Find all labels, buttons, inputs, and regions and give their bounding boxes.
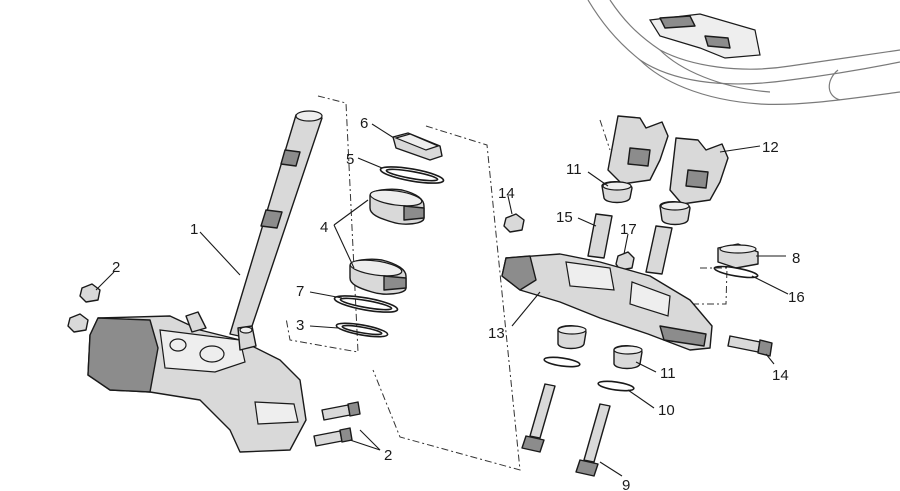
part-lower-triple-clamp (87, 110, 323, 453)
part-lower-bearing (349, 258, 407, 295)
part-upper-triple-clamp (501, 253, 713, 351)
part-washer (713, 265, 759, 279)
callout-17: 17 (620, 221, 637, 238)
callout-4: 4 (320, 219, 328, 236)
part-upper-dust-seal (379, 166, 445, 184)
part-long-bolts (521, 383, 611, 477)
callout-8: 8 (792, 250, 800, 267)
part-lower-seal (333, 295, 399, 313)
callout-13: 13 (488, 325, 505, 342)
callout-2-left: 2 (112, 259, 120, 276)
callout-labels: 1 2 2 3 4 5 6 7 8 9 10 11 11 12 13 14 14… (112, 115, 805, 491)
callout-1: 1 (190, 221, 198, 238)
part-right-bolt (727, 335, 773, 357)
leader-lines (95, 123, 789, 477)
part-small-nuts (503, 213, 635, 271)
callout-16: 16 (788, 289, 805, 306)
callout-15: 15 (556, 209, 573, 226)
callout-7: 7 (296, 283, 304, 300)
callout-6: 6 (360, 115, 368, 132)
callout-14-right: 14 (772, 367, 789, 384)
part-upper-bushings (601, 181, 691, 226)
callout-5: 5 (346, 151, 354, 168)
callout-9: 9 (622, 477, 630, 491)
callout-12: 12 (762, 139, 779, 156)
callout-2-bottom: 2 (384, 447, 392, 464)
callout-10: 10 (658, 402, 675, 419)
part-stem-nut (717, 243, 759, 269)
callout-11-lower: 11 (660, 365, 676, 382)
part-lower-bushings (543, 325, 643, 392)
part-cap-nut (392, 132, 443, 161)
part-lower-dust-cover (335, 322, 389, 338)
handlebar-outline (587, 0, 900, 105)
part-upper-bearing (369, 188, 425, 225)
part-clamp-bolts (67, 283, 361, 447)
part-handlebar-risers (607, 115, 729, 205)
callout-11-upper: 11 (566, 161, 582, 178)
callout-14-upper: 14 (498, 185, 515, 202)
callout-3: 3 (296, 317, 304, 334)
